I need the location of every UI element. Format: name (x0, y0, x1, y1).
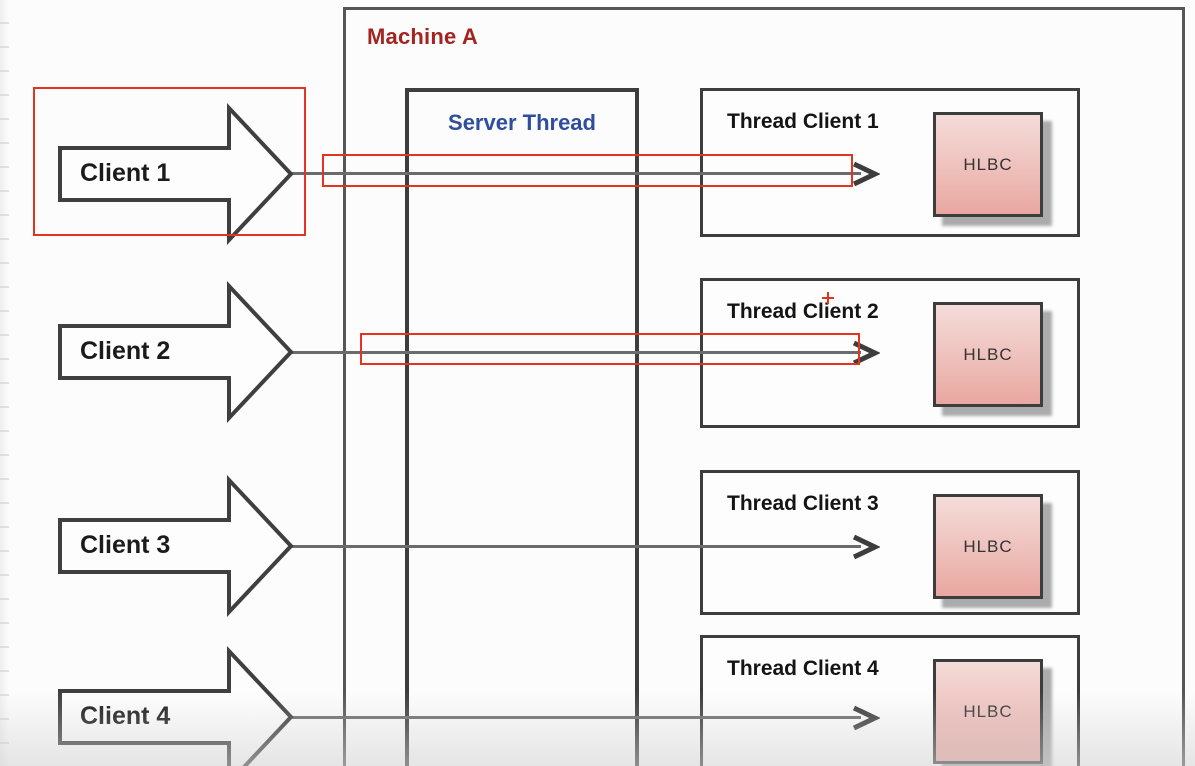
client-1-arrow (58, 102, 294, 246)
annotation-plus-marker (822, 292, 834, 304)
thread-client-1-title: Thread Client 1 (727, 110, 879, 133)
client-2-arrow (58, 280, 294, 424)
annotation-rect-client-1 (33, 87, 306, 236)
flow-line-client-2 (291, 351, 861, 354)
machine-a-label: Machine A (367, 24, 479, 49)
server-thread-label: Server Thread (448, 110, 596, 135)
hlbc-module-1: HLBC (933, 112, 1043, 217)
arrowhead-icon-2 (852, 340, 880, 366)
hlbc-module-4: HLBC (933, 659, 1043, 764)
hlbc-module-2: HLBC (933, 302, 1043, 407)
thread-client-1-box: Thread Client 1 HLBC (700, 88, 1080, 237)
flow-line-client-4 (291, 716, 861, 719)
machine-a-box (343, 7, 1185, 766)
arrowhead-icon-1 (852, 161, 880, 187)
arrowhead-icon-4 (852, 705, 880, 731)
server-thread-box (405, 88, 639, 766)
thread-client-4-box: Thread Client 4 HLBC (700, 635, 1080, 766)
client-3-arrow (58, 474, 294, 618)
page-edge-strip (0, 0, 9, 766)
thread-client-3-box: Thread Client 3 HLBC (700, 470, 1080, 615)
thread-client-4-title: Thread Client 4 (727, 657, 879, 680)
hlbc-module-3: HLBC (933, 494, 1043, 599)
annotation-rect-flow-line-1 (322, 154, 853, 187)
flow-line-client-3 (291, 545, 861, 548)
annotation-rect-flow-line-2 (360, 333, 860, 365)
thread-client-3-title: Thread Client 3 (727, 492, 879, 515)
thread-client-2-title: Thread Client 2 (727, 300, 879, 323)
client-1-label: Client 1 (80, 159, 171, 187)
flow-line-client-1 (291, 172, 861, 175)
client-4-label: Client 4 (80, 702, 171, 730)
arrowhead-icon-3 (852, 534, 880, 560)
client-3-label: Client 3 (80, 531, 171, 559)
client-2-label: Client 2 (80, 337, 171, 365)
